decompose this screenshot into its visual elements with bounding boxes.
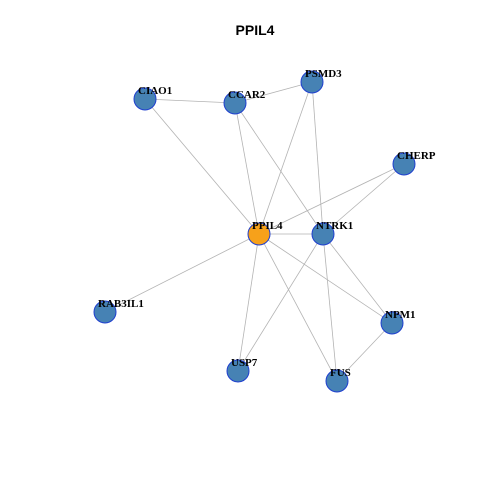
edge-ccar2-ppil4 — [234, 102, 260, 235]
node-label-ppil4: PPIL4 — [252, 220, 283, 232]
edge-ppil4-usp7 — [237, 233, 260, 372]
edge-cherp-ntrk1 — [322, 163, 405, 235]
edge-ntrk1-fus — [322, 233, 338, 382]
node-label-fus: FUS — [330, 367, 351, 379]
node-label-psmd3: PSMD3 — [305, 68, 342, 80]
edge-ccar2-ntrk1 — [234, 102, 324, 235]
node-label-npm1: NPM1 — [385, 309, 416, 321]
diagram-title: PPIL4 — [236, 22, 275, 38]
node-ciao1[interactable] — [133, 87, 157, 111]
edge-ciao1-ccar2 — [144, 98, 236, 104]
edge-ppil4-fus — [258, 233, 338, 382]
node-usp7[interactable] — [226, 359, 250, 383]
edge-psmd3-ntrk1 — [311, 81, 324, 235]
node-rab3il1[interactable] — [93, 300, 117, 324]
edge-npm1-fus — [336, 322, 393, 382]
node-label-ciao1: CIAO1 — [138, 85, 172, 97]
node-npm1[interactable] — [380, 311, 404, 335]
edge-ntrk1-usp7 — [237, 233, 324, 372]
node-label-cherp: CHERP — [397, 150, 436, 162]
edge-ppil4-npm1 — [258, 233, 393, 324]
edge-cherp-ppil4 — [258, 163, 405, 235]
edge-ciao1-ppil4 — [144, 98, 260, 235]
node-ppil4[interactable] — [247, 222, 271, 246]
node-label-rab3il1: RAB3IL1 — [98, 298, 144, 310]
node-label-ntrk1: NTRK1 — [316, 220, 353, 232]
edge-ntrk1-npm1 — [322, 233, 393, 324]
edges-layer — [104, 81, 405, 382]
edge-psmd3-ppil4 — [258, 81, 313, 235]
node-cherp[interactable] — [392, 152, 416, 176]
nodes-layer — [93, 70, 416, 393]
node-ntrk1[interactable] — [311, 222, 335, 246]
node-ccar2[interactable] — [223, 91, 247, 115]
node-psmd3[interactable] — [300, 70, 324, 94]
node-label-ccar2: CCAR2 — [228, 89, 266, 101]
node-fus[interactable] — [325, 369, 349, 393]
edge-ppil4-rab3il1 — [104, 233, 260, 313]
node-label-usp7: USP7 — [231, 357, 258, 369]
edge-ccar2-psmd3 — [234, 81, 313, 104]
